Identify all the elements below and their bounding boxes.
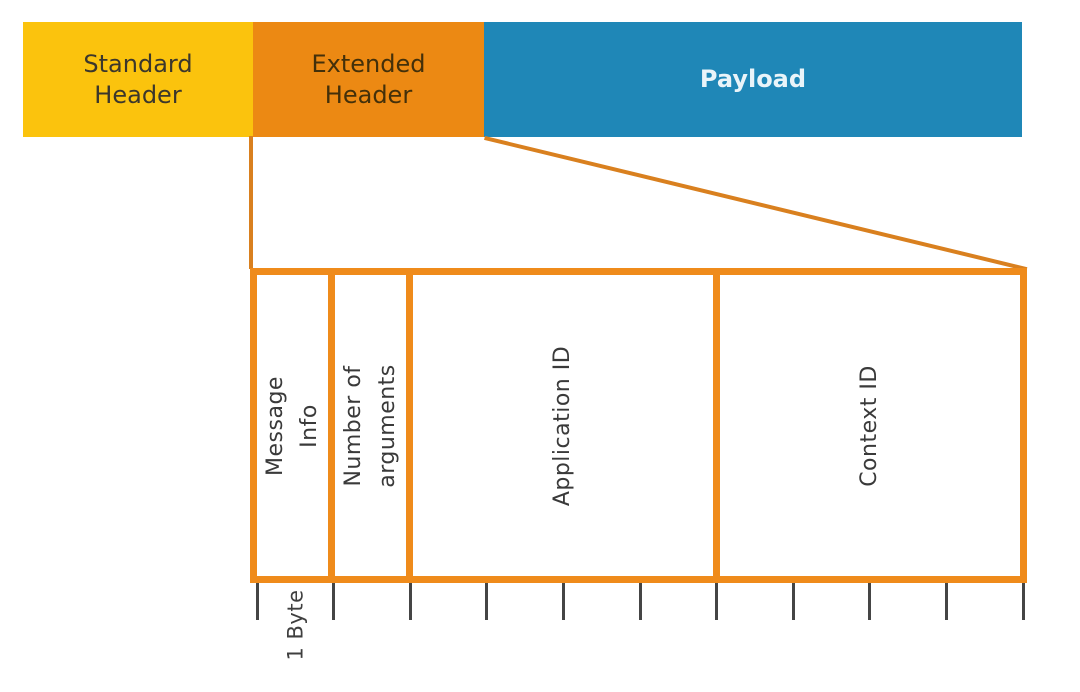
field-number-of-arguments: Number of arguments [335, 275, 406, 576]
field-label-context-id: Context ID [856, 364, 882, 487]
byte-unit-label-wrap: 1 Byte [259, 585, 333, 665]
field-application-id: Application ID [413, 275, 713, 576]
ruler-tick [485, 583, 489, 620]
ruler-tick [868, 583, 872, 620]
byte-unit-label: 1 Byte [284, 589, 308, 661]
field-divider [713, 275, 720, 576]
field-context-id: Context ID [720, 275, 1020, 576]
ruler-tick [1021, 583, 1025, 620]
ruler-tick [791, 583, 795, 620]
field-divider [328, 275, 335, 576]
field-divider [406, 275, 413, 576]
right-connector-line [484, 136, 1028, 272]
ruler-tick [255, 583, 259, 620]
left-connector-line [249, 136, 253, 269]
ruler-tick [944, 583, 948, 620]
ruler-tick [408, 583, 412, 620]
field-message-info: Message Info [257, 275, 328, 576]
payload-segment: Payload [484, 22, 1022, 137]
ruler-tick [638, 583, 642, 620]
extended-header-detail-box: Message Info Number of arguments Applica… [250, 268, 1027, 583]
ruler-tick [332, 583, 336, 620]
field-label-number-of-arguments: Number of arguments [340, 363, 400, 488]
payload-label: Payload [699, 65, 807, 93]
ruler-tick [715, 583, 719, 620]
standard-header-label: Standard Header [83, 49, 193, 109]
field-label-application-id: Application ID [549, 345, 575, 506]
extended-header-segment: Extended Header [253, 22, 484, 137]
ruler-tick [561, 583, 565, 620]
extended-header-label: Extended Header [311, 49, 426, 109]
standard-header-segment: Standard Header [23, 22, 253, 137]
field-label-message-info: Message Info [262, 375, 322, 476]
